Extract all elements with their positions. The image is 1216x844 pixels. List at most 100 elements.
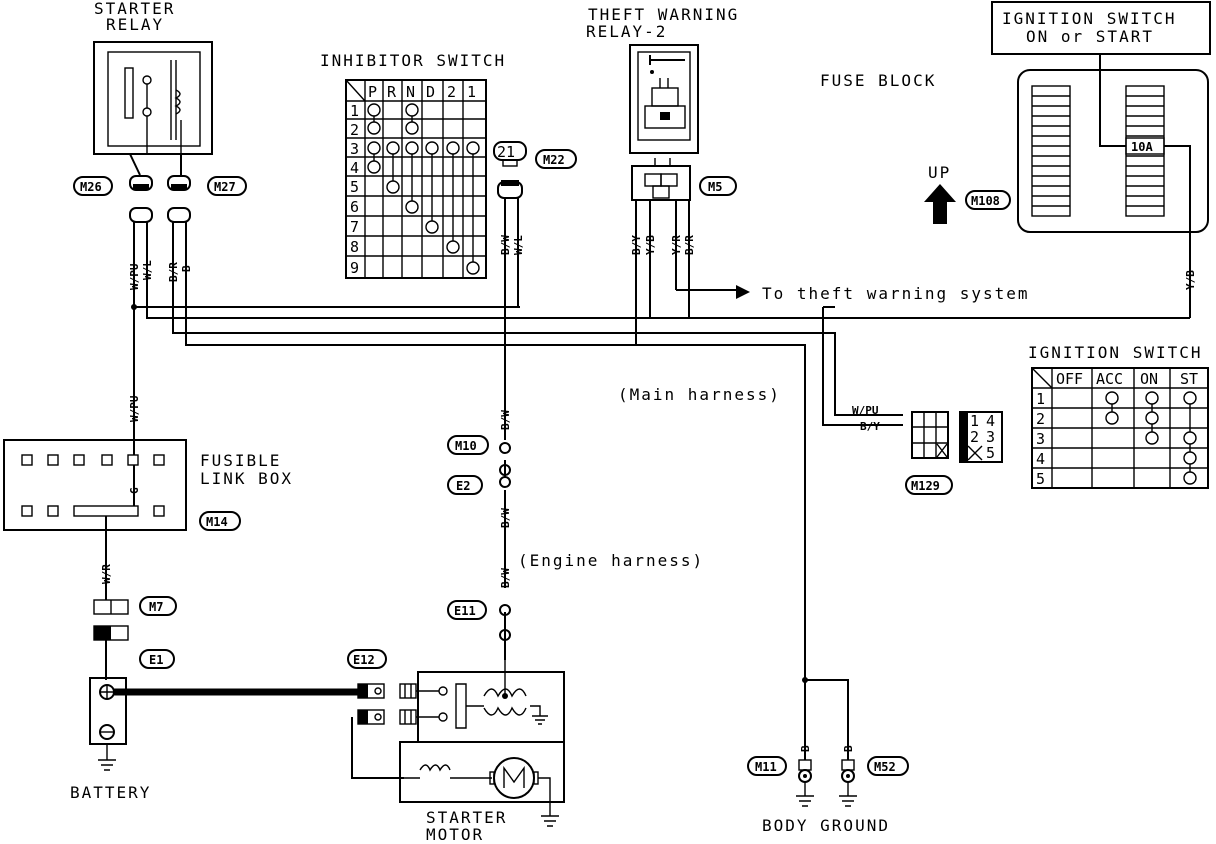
- wire-b-r-1: B/R: [167, 262, 180, 282]
- wire-b-m11: B: [799, 745, 812, 752]
- m7-label: M7: [149, 600, 163, 614]
- m52-badge: [867, 756, 909, 776]
- wire-w-l-m22: W/L: [512, 235, 525, 255]
- up-label: UP: [928, 163, 951, 182]
- m22-connector: 21: [493, 141, 527, 385]
- m11-label: M11: [755, 760, 777, 774]
- theft-relay-component: [629, 44, 699, 154]
- fuse-10a-label: 10A: [1131, 140, 1153, 154]
- wire-w-pu-m129: W/PU: [852, 404, 879, 417]
- wire-b-r-m5: B/R: [683, 235, 696, 255]
- theft-relay-title-1: THEFT WARNING: [588, 5, 739, 24]
- inhibitor-header-1: 1: [467, 83, 476, 101]
- inhibitor-row-8: 8: [350, 238, 359, 256]
- wire-b-w-3: B/W: [499, 568, 512, 588]
- starter-motor-label-1: STARTER: [426, 808, 507, 827]
- m129-pin-4: 4: [986, 412, 995, 430]
- inhibitor-row-2: 2: [350, 121, 359, 139]
- starter-motor-label-2: MOTOR: [426, 825, 484, 844]
- theft-relay-title-2: RELAY-2: [586, 22, 667, 41]
- m27-badge: [207, 176, 247, 196]
- fuse-block-component: 10A: [1017, 54, 1209, 318]
- m26-label: M26: [80, 180, 102, 194]
- ign-header-st: ST: [1180, 370, 1198, 388]
- m108-badge: [965, 190, 1011, 210]
- ign-header-off: OFF: [1056, 370, 1083, 388]
- wire-w-l-1: W/L: [141, 260, 154, 280]
- m129-pin-3: 3: [986, 428, 995, 446]
- m11-badge: [747, 756, 787, 776]
- m26-badge: [73, 176, 113, 196]
- inhibitor-switch-table: P R N D 2 1 1 2 3 4 5 6 7 8 9: [345, 79, 487, 279]
- body-ground-label: BODY GROUND: [762, 816, 890, 835]
- ground-connectors: [796, 759, 857, 807]
- inhibitor-header-r: R: [387, 83, 397, 101]
- starter-relay-component: [93, 41, 213, 155]
- inline-connectors-bw: [499, 442, 511, 641]
- inhibitor-row-4: 4: [350, 159, 359, 177]
- up-arrow-icon: [924, 184, 956, 224]
- main-harness-label: (Main harness): [618, 385, 781, 404]
- inhibitor-row-9: 9: [350, 259, 359, 277]
- wire-b-w-m22: B/W: [499, 235, 512, 255]
- e12-badge: [347, 649, 387, 669]
- ign-row-2: 2: [1036, 410, 1045, 428]
- e11-label: E11: [454, 604, 476, 618]
- m108-label: M108: [971, 194, 1000, 208]
- m52-label: M52: [874, 760, 896, 774]
- ign-on-title-2: ON or START: [1026, 27, 1154, 46]
- m129-pin-5: 5: [986, 444, 995, 462]
- fuse-g-label: G: [128, 487, 141, 494]
- wire-b-m52: B: [842, 745, 855, 752]
- m27-label: M27: [214, 180, 236, 194]
- m5-badge: [699, 176, 737, 196]
- wire-w-pu-2: W/PU: [128, 395, 141, 422]
- m5-connector: [631, 158, 691, 318]
- m129-badge: [905, 475, 953, 495]
- fusible-title-1: FUSIBLE: [200, 451, 281, 470]
- m22-pins: 21: [497, 143, 515, 161]
- ign-row-5: 5: [1036, 470, 1045, 488]
- starter-motor-component: [399, 660, 565, 827]
- inhibitor-header-n: N: [406, 83, 415, 101]
- wire-w-r: W/R: [100, 564, 113, 584]
- starter-relay-title-2: RELAY: [106, 15, 164, 34]
- inhibitor-header-d: D: [426, 83, 435, 101]
- battery-label: BATTERY: [70, 783, 151, 802]
- m129-connector: 1 4 2 3 5: [911, 411, 1003, 463]
- inhibitor-row-7: 7: [350, 218, 359, 236]
- m129-pin-2: 2: [970, 428, 979, 446]
- e11-badge: [447, 600, 487, 620]
- ign-header-on: ON: [1140, 370, 1158, 388]
- m129-pin-1: 1: [970, 412, 979, 430]
- ign-row-1: 1: [1036, 390, 1045, 408]
- inhibitor-row-6: 6: [350, 198, 359, 216]
- m26-connector: [129, 153, 191, 223]
- wire-y-b-fuse: Y/B: [1184, 270, 1197, 290]
- e12-label: E12: [353, 653, 375, 667]
- ign-row-3: 3: [1036, 430, 1045, 448]
- wire-b-1: B: [180, 265, 193, 272]
- wire-b-y-m5: B/Y: [630, 235, 643, 255]
- wire-b-w-1: B/W: [499, 410, 512, 430]
- ign-on-title-1: IGNITION SWITCH: [1002, 9, 1177, 28]
- inhibitor-switch-title: INHIBITOR SWITCH: [320, 51, 506, 70]
- m7-connector: [93, 599, 129, 680]
- m10-badge: [447, 435, 489, 455]
- fusible-link-box: G: [3, 439, 187, 531]
- e1-badge: [139, 649, 175, 669]
- fuse-block-title: FUSE BLOCK: [820, 71, 936, 90]
- wire-w-pu-1: W/PU: [128, 263, 141, 290]
- ign-row-4: 4: [1036, 450, 1045, 468]
- arrow-icon: [736, 285, 750, 299]
- ignition-switch-title: IGNITION SWITCH: [1028, 343, 1203, 362]
- engine-harness-label: (Engine harness): [518, 551, 704, 570]
- m14-label: M14: [206, 515, 228, 529]
- inhibitor-row-1: 1: [350, 102, 359, 120]
- inhibitor-header-2: 2: [447, 83, 456, 101]
- m22-label: M22: [543, 153, 565, 167]
- fusible-title-2: LINK BOX: [200, 469, 293, 488]
- wire-y-r-m5: Y/R: [670, 235, 683, 255]
